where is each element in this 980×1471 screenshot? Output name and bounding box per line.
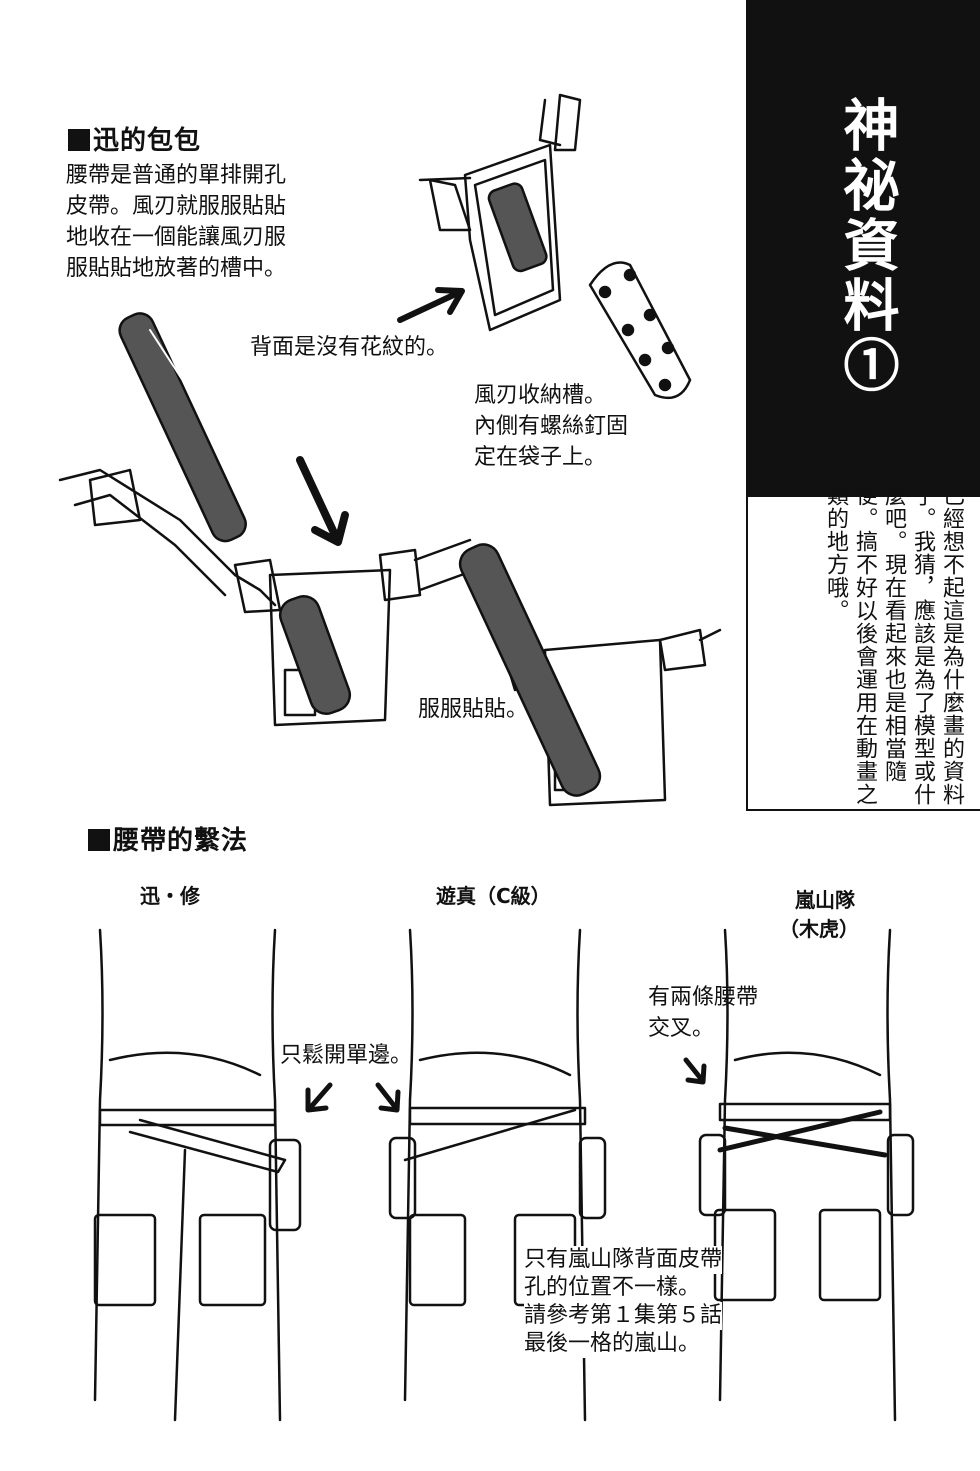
note-bottom-line: 孔的位置不一樣。 [524,1274,701,1302]
fig3-label-line: 嵐山隊 [795,888,855,912]
side-title-panel [746,0,980,497]
side-note-box [746,478,980,811]
bag-back-drawing [418,93,582,332]
section2-title-text: 腰帶的繫法 [113,826,249,856]
description-line: 皮帶。風刃就服服貼貼 [66,194,287,219]
note-bottom: 只有嵐山隊背面皮帶 孔的位置不一樣。 請參考第１集第５話 最後一格的嵐山。 [524,1246,723,1358]
figure1-belt-drawing [93,928,302,1422]
arrow-icon [397,289,463,323]
fig1-label: 迅・修 [140,884,200,908]
description-line: 服貼貼地放著的槽中。 [66,256,287,281]
square-bullet-icon [68,129,90,151]
note-slot-line: 風刃收納槽。 [474,383,607,408]
fig2-label: 遊真（C級） [436,884,551,908]
section1-title-text: 迅的包包 [93,126,202,156]
square-bullet-icon [88,829,110,851]
note-slot: 風刃收納槽。 內側有螺絲釘固 定在袋子上。 [474,380,628,473]
note-cross: 有兩條腰帶 交叉。 [648,982,759,1044]
note-single: 只鬆開單邊。 [280,1040,413,1071]
side-note-text: 已經想不起這是為什麼畫的資料了。我猜，應該是為了模型或什麼吧。現在看起來也是相當… [823,484,964,806]
description-line: 腰帶是普通的單排開孔 [66,163,287,188]
section2-title: 腰帶的繫法 [88,820,248,857]
figure3-belt-drawing [698,928,915,1422]
note-slot-line: 定在袋子上。 [474,445,607,470]
section1-title: 迅的包包 [68,120,201,157]
sword-drawing [118,312,247,543]
note-bottom-line: 請參考第１集第５話 [524,1302,723,1330]
fig3-label-line: （木虎） [779,917,859,941]
figure2-belt-drawing [388,928,607,1422]
sword-slot-drawing [588,261,692,400]
note-cross-line: 有兩條腰帶 [648,985,759,1010]
note-cross-line: 交叉。 [648,1016,715,1041]
note-slot-line: 內側有螺絲釘固 [474,414,629,439]
side-title: 神祕資料① [834,96,900,396]
note-fit: 服服貼貼。 [418,697,529,722]
note-bottom-line: 最後一格的嵐山。 [524,1330,701,1358]
belt-bag-drawing [58,468,477,727]
description-line: 地收在一個能讓風刃服 [66,225,287,250]
fig3-label: 嵐山隊 （木虎） [779,884,870,942]
note-bottom-line: 只有嵐山隊背面皮帶 [524,1246,723,1274]
bag-with-sword-drawing [458,543,722,807]
note-back: 背面是沒有花紋的。 [250,335,449,360]
section1-description: 腰帶是普通的單排開孔 皮帶。風刃就服服貼貼 地收在一個能讓風刃服 服貼貼地放著的… [66,160,286,284]
